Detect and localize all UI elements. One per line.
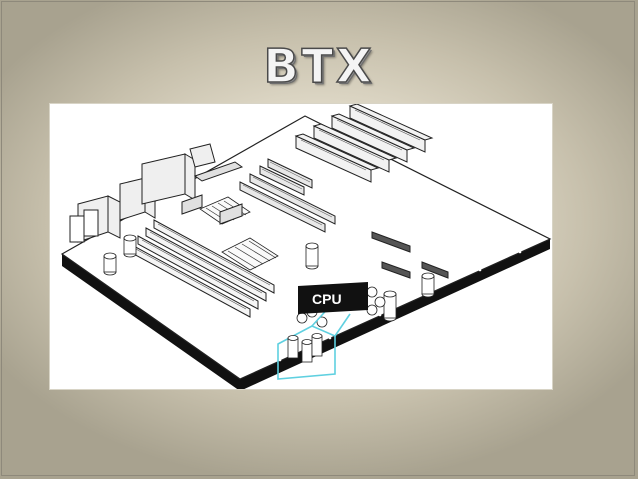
headers	[181, 161, 244, 225]
slide-title: BTX	[263, 38, 375, 94]
cpu-label-box: CPU	[298, 282, 368, 314]
motherboard-diagram: CPU	[50, 104, 552, 389]
motherboard-illustration: CPU	[60, 104, 552, 389]
expansion-slots	[294, 104, 434, 183]
pin-headers-right	[371, 231, 449, 279]
io-panel	[69, 143, 216, 243]
board-edge	[62, 239, 550, 389]
cpu-label: CPU	[312, 291, 342, 307]
